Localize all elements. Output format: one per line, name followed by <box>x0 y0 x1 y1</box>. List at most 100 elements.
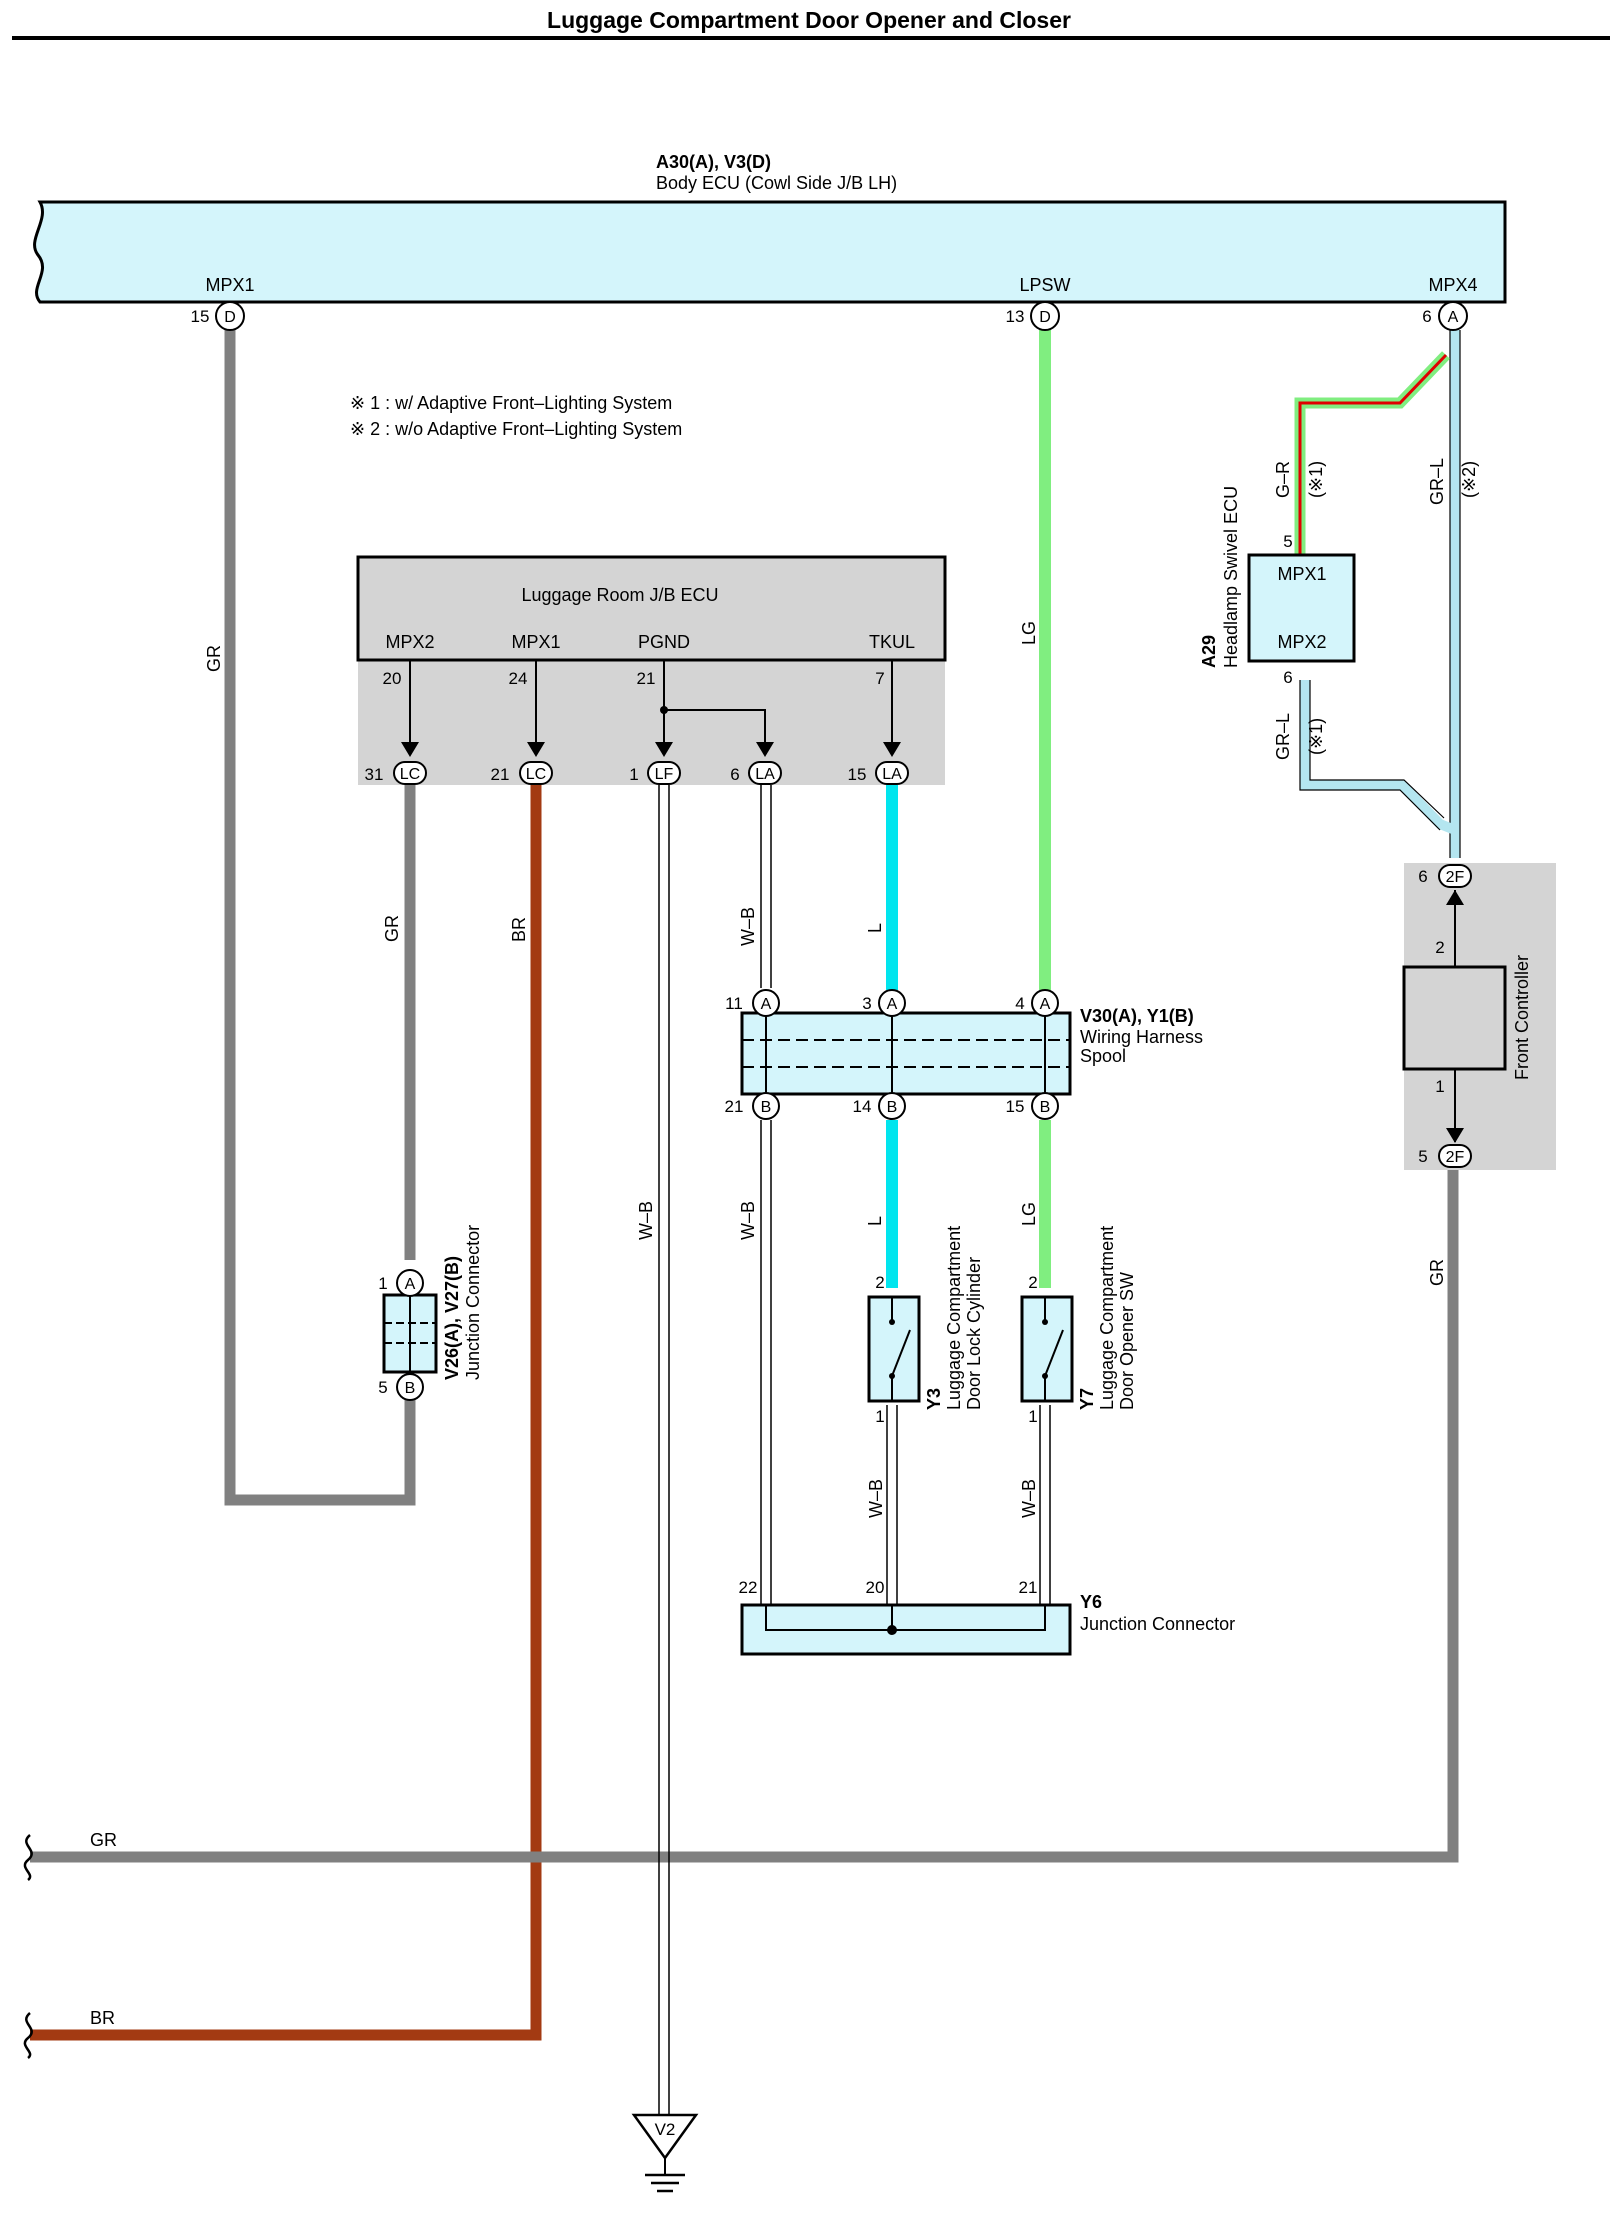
wire-gr-bus <box>30 1170 1459 1863</box>
svg-text:6: 6 <box>1418 867 1427 886</box>
spool-code: V30(A), Y1(B) <box>1080 1006 1194 1026</box>
front-controller-box <box>1402 965 1507 1071</box>
svg-text:B: B <box>405 1380 416 1397</box>
spool-connectors: A11 A3 A4 B21 B14 B15 <box>725 989 1059 1120</box>
svg-text:LC: LC <box>526 766 546 783</box>
headlamp-ecu-pin2: 6 <box>1283 668 1292 687</box>
wire-label-note1-bottom: (※1) <box>1306 718 1326 755</box>
junction-v26-name: Junction Connector <box>463 1225 483 1380</box>
wire-label-wb-2: W–B <box>738 907 758 946</box>
wire-label-note2: (※2) <box>1459 461 1479 498</box>
svg-text:6: 6 <box>1422 307 1431 326</box>
svg-text:11: 11 <box>725 994 743 1013</box>
svg-text:LC: LC <box>400 766 420 783</box>
ground-code: V2 <box>655 2120 676 2139</box>
wire-label-gr-l-1: GR–L <box>1427 458 1447 505</box>
svg-text:15: 15 <box>848 765 867 784</box>
svg-text:4: 4 <box>1015 994 1024 1013</box>
luggage-ecu-term-mpx1: MPX1 <box>511 632 560 652</box>
switch-y3-pin2: 2 <box>875 1273 884 1292</box>
svg-text:B: B <box>1040 1099 1051 1116</box>
wire-gr-l-group <box>1299 330 1461 858</box>
svg-text:D: D <box>224 309 236 326</box>
conn-spool-a-3: A3 <box>862 989 906 1017</box>
switch-y7-name-2: Door Opener SW <box>1117 1272 1137 1410</box>
svg-text:B: B <box>887 1099 898 1116</box>
svg-text:21: 21 <box>491 765 510 784</box>
switch-y3-pin1: 1 <box>875 1407 884 1426</box>
luggage-ecu-pin-21: 21 <box>637 669 656 688</box>
svg-text:A: A <box>761 996 772 1013</box>
body-ecu-name: Body ECU (Cowl Side J/B LH) <box>656 173 897 193</box>
conn-v26-b-5: B5 <box>378 1373 424 1401</box>
svg-text:2F: 2F <box>1446 869 1465 886</box>
headlamp-ecu-code: A29 <box>1199 635 1219 668</box>
spool-name-1: Wiring Harness <box>1080 1027 1203 1047</box>
junction-v26-code: V26(A), V27(B) <box>442 1256 462 1380</box>
junction-y6-pin20: 20 <box>866 1578 885 1597</box>
wire-br-lc21 <box>30 785 542 2041</box>
wire-label-wb-4: W–B <box>866 1479 886 1518</box>
ground-symbol <box>631 2113 699 2193</box>
wire-label-wb-5: W–B <box>1019 1479 1039 1518</box>
wire-break-marks <box>23 1834 33 2059</box>
svg-text:LF: LF <box>655 766 674 783</box>
svg-text:15: 15 <box>1006 1097 1025 1116</box>
svg-text:6: 6 <box>730 765 739 784</box>
switch-y3-name-2: Door Lock Cylinder <box>964 1257 984 1410</box>
luggage-ecu-term-pgnd: PGND <box>638 632 690 652</box>
wire-label-wb-3: W–B <box>738 1201 758 1240</box>
wire-label-gr-3: GR <box>1427 1259 1447 1286</box>
headlamp-ecu-term2: MPX2 <box>1277 632 1326 652</box>
conn-spool-a-11: A 11 <box>725 989 780 1017</box>
svg-text:15: 15 <box>191 307 210 326</box>
body-ecu-code: A30(A), V3(D) <box>656 152 771 172</box>
conn-spool-b-15: B 15 <box>1006 1092 1059 1120</box>
luggage-ecu-term-tkul: TKUL <box>869 632 915 652</box>
junction-y6-pin22: 22 <box>739 1578 758 1597</box>
svg-text:31: 31 <box>365 765 384 784</box>
luggage-ecu-box <box>356 555 947 662</box>
svg-text:1: 1 <box>629 765 638 784</box>
front-controller-name: Front Controller <box>1512 955 1532 1080</box>
luggage-ecu-pin-7: 7 <box>875 669 884 688</box>
svg-text:A: A <box>1040 996 1051 1013</box>
wire-label-lg-2: LG <box>1019 1202 1039 1226</box>
junction-y6-code: Y6 <box>1080 1592 1102 1612</box>
svg-text:D: D <box>1039 309 1051 326</box>
conn-2f-5: 2F 5 <box>1418 1144 1472 1168</box>
spool-name-2: Spool <box>1080 1046 1126 1066</box>
wire-gr-mpx1 <box>224 330 416 1506</box>
pgnd-splice-dot <box>660 706 668 714</box>
svg-text:5: 5 <box>378 1378 387 1397</box>
conn-v26-a-1: A1 <box>378 1269 424 1297</box>
svg-text:2F: 2F <box>1446 1149 1465 1166</box>
front-controller-pin2: 2 <box>1435 938 1444 957</box>
conn-spool-b-14: B14 <box>853 1092 906 1120</box>
wire-label-gr-l-2: GR–L <box>1273 713 1293 760</box>
luggage-ecu-pin-20: 20 <box>383 669 402 688</box>
body-ecu-term-mpx4: MPX4 <box>1428 275 1477 295</box>
headlamp-ecu-pin1: 5 <box>1283 532 1292 551</box>
headlamp-ecu-term1: MPX1 <box>1277 564 1326 584</box>
switch-y7 <box>1020 1295 1074 1403</box>
front-controller-arrowheads <box>1446 890 1464 1143</box>
wire-g-r-group <box>1294 351 1450 555</box>
svg-text:5: 5 <box>1418 1147 1427 1166</box>
wire-label-note1-top: (※1) <box>1306 461 1326 498</box>
junction-y6-pin21: 21 <box>1019 1578 1038 1597</box>
wire-label-br: BR <box>509 917 529 942</box>
svg-text:LA: LA <box>882 766 902 783</box>
diagram-title: Luggage Compartment Door Opener and Clos… <box>547 7 1071 33</box>
conn-spool-b-21: B21 <box>725 1092 780 1120</box>
luggage-ecu-pin-24: 24 <box>509 669 528 688</box>
headlamp-ecu-name: Headlamp Swivel ECU <box>1221 486 1241 668</box>
body-ecu-box <box>33 200 1507 304</box>
wire-label-lg-1: LG <box>1019 621 1039 645</box>
headlamp-ecu-box <box>1247 553 1356 663</box>
svg-text:3: 3 <box>862 994 871 1013</box>
switch-y7-pin1: 1 <box>1028 1407 1037 1426</box>
wire-label-gr-bus: GR <box>90 1830 117 1850</box>
svg-text:1: 1 <box>378 1274 387 1293</box>
